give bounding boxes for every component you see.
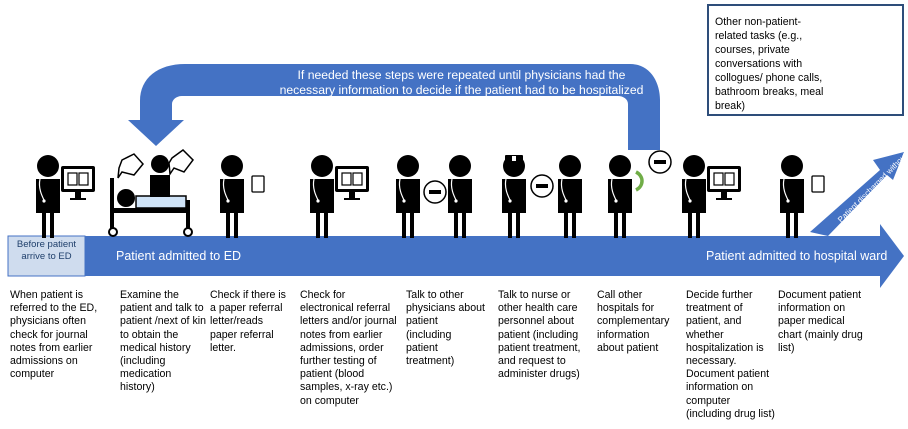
- step-6-text: Talk to nurse or other health care perso…: [498, 289, 581, 381]
- doctor-figure-3: [219, 154, 245, 239]
- nurse-figure: [501, 154, 527, 239]
- talk-bubble-icon-1: [423, 180, 447, 204]
- step-5-text: Talk to other physicians about patient (…: [406, 289, 485, 368]
- loop-arrow: [128, 64, 660, 150]
- other-tasks-box: [707, 4, 904, 116]
- computer-icon-3: [706, 165, 742, 201]
- start-label: Before patient arrive to ED: [16, 239, 77, 262]
- doctor-figure-6: [557, 154, 583, 239]
- start-box: [7, 235, 86, 277]
- admitted-ward-label: Patient admitted to hospital ward: [706, 249, 888, 263]
- step-8-text: Decide further treatment of patient, and…: [686, 289, 775, 420]
- patient-bed-icon: [108, 178, 193, 237]
- paper-icon-2: [811, 175, 825, 193]
- talk-bubble-icon-2: [530, 174, 554, 198]
- doctor-figure-5a: [395, 154, 421, 239]
- doctor-figure-8: [681, 154, 707, 239]
- doctor-figure-4: [309, 154, 335, 239]
- doctor-figure-9: [779, 154, 805, 239]
- admitted-ed-label: Patient admitted to ED: [116, 249, 242, 263]
- other-tasks-note: Other non-patient-related tasks (e.g., c…: [715, 16, 824, 112]
- computer-icon-1: [60, 165, 96, 201]
- step-1-text: When patient is referred to the ED, phys…: [10, 289, 98, 381]
- phone-icon: [635, 170, 644, 192]
- speech-bubble-icon: [117, 149, 194, 179]
- loop-note: If needed these steps were repeated unti…: [279, 68, 644, 112]
- talk-bubble-icon-3: [648, 150, 672, 174]
- step-7-text: Call other hospitals for complementary i…: [597, 289, 670, 354]
- step-3-text: Check if there is a paper referral lette…: [210, 289, 286, 354]
- paper-icon-1: [251, 175, 265, 193]
- doctor-figure-2: [150, 155, 170, 197]
- doctor-figure-1: [35, 154, 61, 239]
- step-9-text: Document patient information on paper me…: [778, 289, 863, 354]
- doctor-figure-7: [607, 154, 633, 239]
- timeline-arrow: [85, 224, 904, 288]
- step-2-text: Examine the patient and talk to patient …: [120, 289, 206, 394]
- computer-icon-2: [334, 165, 370, 201]
- discharge-arrow: [810, 152, 904, 236]
- step-4-text: Check for electronical referral letters …: [300, 289, 397, 407]
- doctor-figure-5b: [447, 154, 473, 239]
